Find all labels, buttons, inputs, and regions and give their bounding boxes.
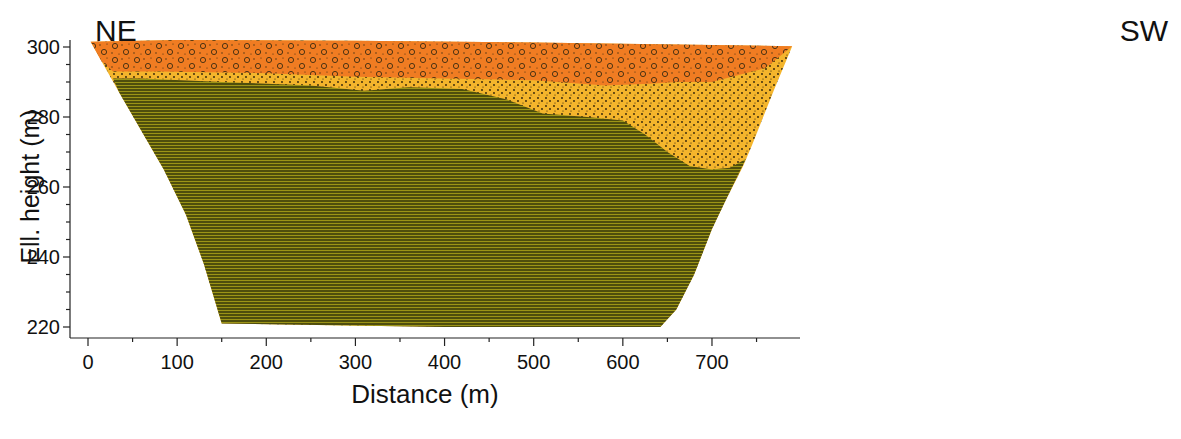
- y-tick: [63, 256, 70, 257]
- tick-label: 220: [27, 317, 60, 337]
- x-axis: [70, 337, 800, 338]
- tick-label: 400: [428, 352, 461, 372]
- x-tick: [266, 338, 267, 346]
- axis-title: Distance (m): [351, 381, 498, 407]
- y-tick: [63, 46, 70, 47]
- y-tick: [66, 239, 70, 240]
- y-tick: [66, 134, 70, 135]
- x-tick: [489, 338, 490, 342]
- y-tick: [63, 326, 70, 327]
- y-tick: [66, 274, 70, 275]
- y-tick: [66, 221, 70, 222]
- tick-label: 600: [606, 352, 639, 372]
- tick-label: 0: [82, 352, 93, 372]
- y-tick: [66, 291, 70, 292]
- x-tick: [667, 338, 668, 342]
- tick-label: 260: [27, 177, 60, 197]
- tick-label: 280: [27, 107, 60, 127]
- x-tick: [177, 338, 178, 346]
- y-tick: [63, 186, 70, 187]
- tick-label: 700: [695, 352, 728, 372]
- tick-label: 500: [517, 352, 550, 372]
- tick-label: 200: [250, 352, 283, 372]
- x-tick: [578, 338, 579, 342]
- x-tick: [310, 338, 311, 342]
- tick-label: 300: [27, 37, 60, 57]
- direction-label: NE: [95, 16, 137, 46]
- gravel-layer: [91, 40, 793, 86]
- tick-label: 100: [160, 352, 193, 372]
- x-tick: [711, 338, 712, 346]
- y-tick: [66, 151, 70, 152]
- sand-layer: [91, 40, 793, 327]
- y-tick: [66, 99, 70, 100]
- direction-label: SW: [1120, 16, 1168, 46]
- tick-label: 300: [339, 352, 372, 372]
- y-tick: [63, 116, 70, 117]
- x-tick: [399, 338, 400, 342]
- x-tick: [444, 338, 445, 346]
- x-tick: [533, 338, 534, 346]
- x-tick: [756, 338, 757, 342]
- y-tick: [66, 309, 70, 310]
- x-tick: [87, 338, 88, 346]
- x-tick: [355, 338, 356, 346]
- tick-label: 240: [27, 247, 60, 267]
- y-tick: [66, 169, 70, 170]
- y-tick: [66, 64, 70, 65]
- y-tick: [66, 81, 70, 82]
- y-tick: [66, 204, 70, 205]
- x-tick: [622, 338, 623, 346]
- y-axis: [69, 40, 70, 338]
- x-tick: [221, 338, 222, 342]
- clay-layer: [113, 79, 746, 328]
- x-tick: [132, 338, 133, 342]
